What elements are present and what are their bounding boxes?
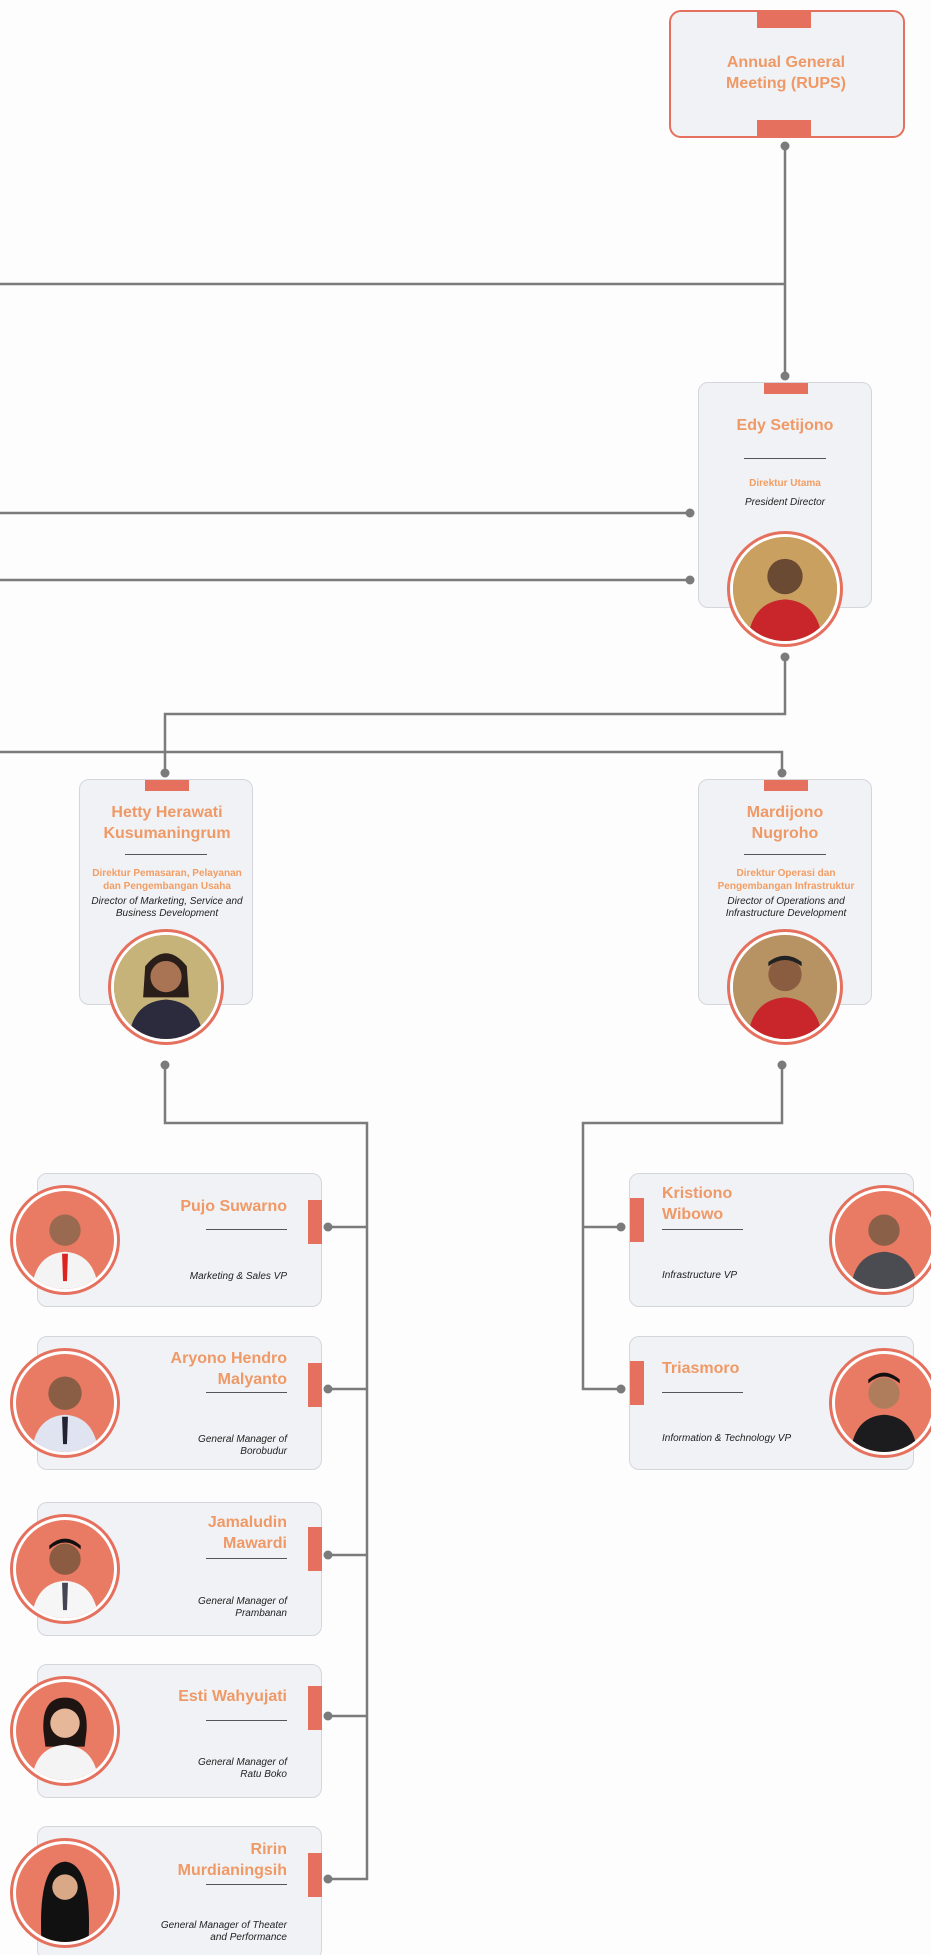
person-silhouette-icon — [114, 935, 218, 1039]
name-divider — [744, 458, 826, 459]
name-divider — [662, 1229, 743, 1230]
staff-photo — [10, 1676, 120, 1786]
staff-name: Kristiono Wibowo — [662, 1185, 733, 1223]
staff-role: Infrastructure VP — [662, 1270, 738, 1281]
card-side-tab — [630, 1198, 644, 1242]
person-silhouette-icon — [733, 537, 837, 641]
card-side-tab — [308, 1200, 322, 1244]
name-divider — [744, 854, 826, 855]
person-silhouette-icon — [31, 1697, 99, 1780]
staff-photo — [829, 1348, 931, 1458]
person-silhouette-icon — [733, 935, 837, 1039]
director-role-id: Direktur Pemasaran, Pelayanan dan Pengem… — [92, 868, 242, 892]
president-name: Edy Setijono — [736, 417, 834, 434]
staff-name: Esti Wahyujati — [178, 1688, 287, 1705]
name-divider — [662, 1392, 743, 1393]
rups-title: Annual General Meeting (RUPS) — [726, 54, 846, 92]
director-role-en: Director of Operations and Infrastructur… — [725, 896, 847, 919]
director-photo — [727, 929, 843, 1045]
staff-role: Information & Technology VP — [662, 1433, 792, 1444]
president-card[interactable]: Edy Setijono Direktur Utama President Di… — [698, 382, 872, 608]
director-name: Hetty Herawati Kusumaningrum — [103, 804, 231, 842]
name-divider — [206, 1720, 287, 1721]
staff-role: Marketing & Sales VP — [189, 1271, 287, 1282]
staff-photo — [10, 1514, 120, 1624]
president-role-id: Direktur Utama — [749, 478, 821, 489]
president-photo — [727, 531, 843, 647]
staff-name: Jamaludin Mawardi — [207, 1514, 287, 1552]
name-divider — [206, 1558, 287, 1559]
name-divider — [206, 1392, 287, 1393]
staff-photo — [10, 1838, 120, 1948]
name-divider — [125, 854, 207, 855]
rups-bottom-tab — [757, 120, 811, 136]
director-role-en: Director of Marketing, Service and Busin… — [91, 896, 243, 919]
staff-name: Pujo Suwarno — [180, 1198, 287, 1215]
person-silhouette-icon — [31, 1376, 99, 1452]
person-silhouette-icon — [850, 1214, 918, 1289]
card-side-tab — [308, 1527, 322, 1571]
president-role-en: President Director — [744, 497, 826, 508]
director-role-id: Direktur Operasi dan Pengembangan Infras… — [717, 868, 855, 892]
director-name: Mardijono Nugroho — [746, 804, 824, 842]
staff-role: General Manager of Theater and Performan… — [160, 1920, 287, 1943]
person-silhouette-icon — [40, 1861, 90, 1942]
card-tab — [764, 383, 808, 394]
rups-box[interactable]: Annual General Meeting (RUPS) — [669, 10, 905, 138]
staff-name: Aryono Hendro Malyanto — [170, 1350, 287, 1388]
card-tab — [764, 780, 808, 791]
staff-photo — [10, 1185, 120, 1295]
staff-role: General Manager of Ratu Boko — [198, 1757, 287, 1780]
card-side-tab — [308, 1363, 322, 1407]
staff-photo — [10, 1348, 120, 1458]
person-silhouette-icon — [850, 1372, 918, 1452]
card-side-tab — [630, 1361, 644, 1405]
person-silhouette-icon — [31, 1538, 99, 1618]
staff-role: General Manager of Prambanan — [198, 1596, 287, 1619]
name-divider — [206, 1229, 287, 1230]
card-side-tab — [308, 1686, 322, 1730]
staff-role: General Manager of Borobudur — [198, 1434, 287, 1457]
card-tab — [145, 780, 189, 791]
person-silhouette-icon — [31, 1214, 99, 1289]
card-side-tab — [308, 1853, 322, 1897]
staff-name: Triasmoro — [662, 1360, 740, 1377]
director-photo — [108, 929, 224, 1045]
name-divider — [206, 1884, 287, 1885]
staff-photo — [829, 1185, 931, 1295]
rups-top-tab — [757, 12, 811, 28]
staff-name: Ririn Murdianingsih — [177, 1841, 287, 1879]
